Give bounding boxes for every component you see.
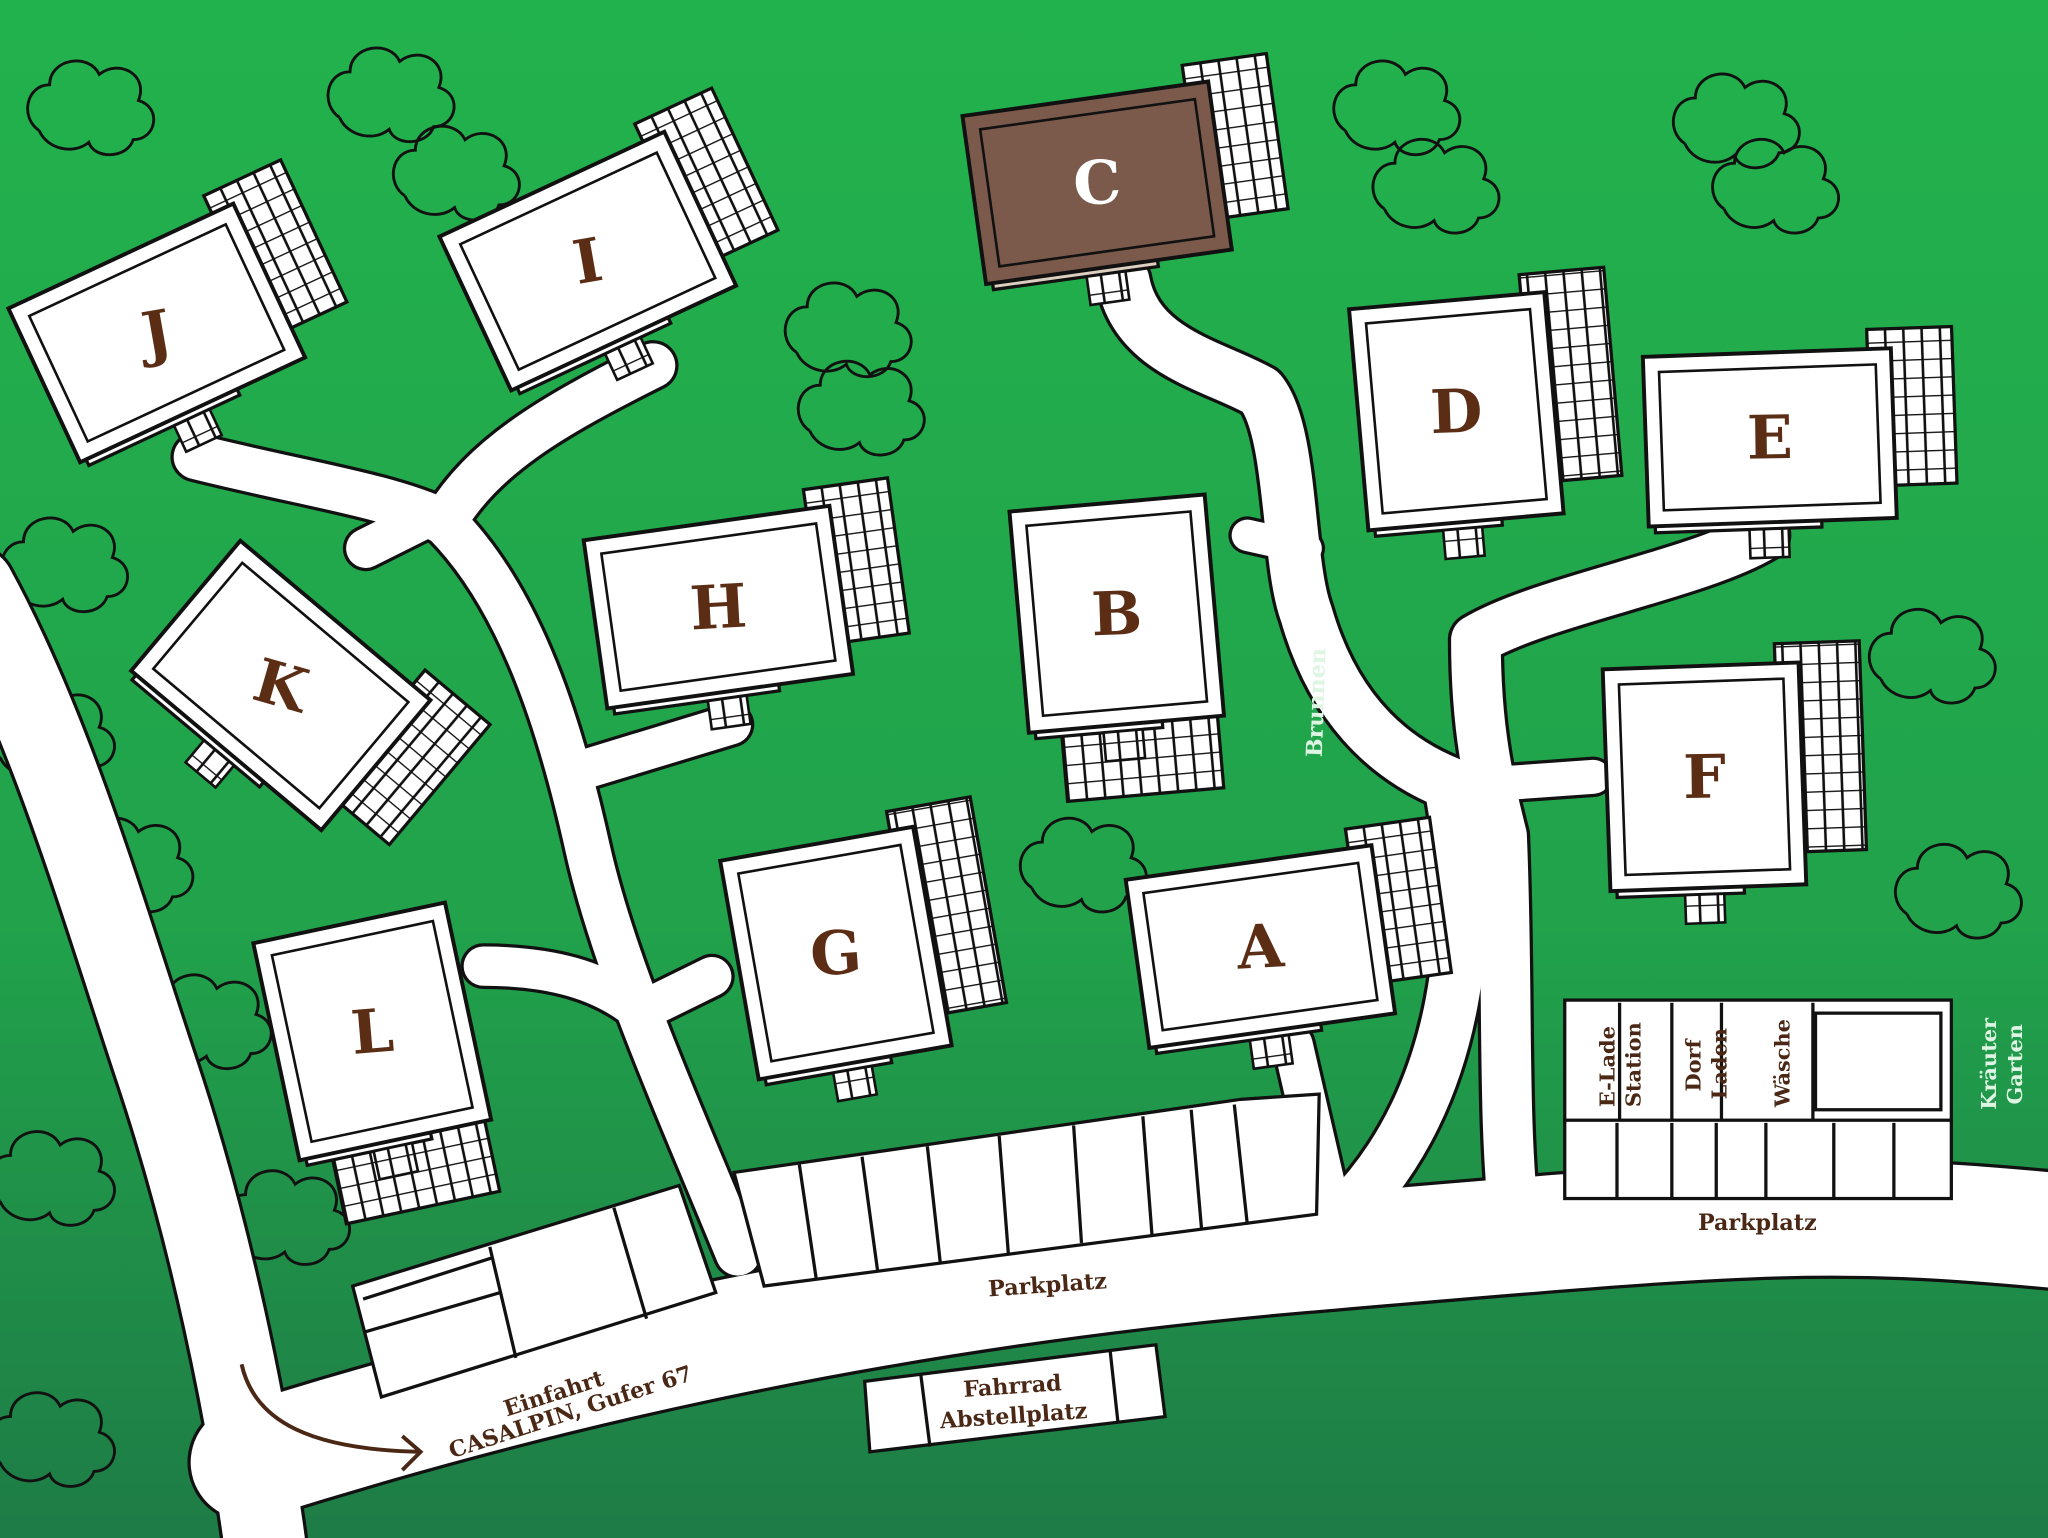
label-dorf: Dorf bbox=[1681, 1037, 1706, 1091]
building-label: E bbox=[1746, 403, 1793, 474]
building-a[interactable]: A bbox=[1123, 815, 1461, 1082]
tree-icon bbox=[1371, 137, 1501, 235]
building-label: L bbox=[348, 996, 396, 1069]
tree-icon bbox=[796, 359, 926, 457]
tree-icon bbox=[1711, 137, 1841, 235]
building-label: C bbox=[1071, 147, 1123, 220]
label-station: Station bbox=[1620, 1022, 1645, 1107]
building-j[interactable]: J bbox=[0, 157, 375, 494]
tree-icon bbox=[222, 1169, 352, 1266]
label-brunnen: Brunnen bbox=[1302, 648, 1332, 758]
building-k[interactable]: K bbox=[109, 526, 493, 897]
building-f[interactable]: F bbox=[1600, 639, 1869, 927]
tree-icon bbox=[392, 124, 521, 222]
building-g[interactable]: G bbox=[717, 794, 1018, 1114]
tree-icon bbox=[0, 1391, 116, 1488]
building-label: G bbox=[808, 917, 864, 990]
label-garten: Garten bbox=[2002, 1024, 2027, 1104]
building-label: F bbox=[1683, 742, 1727, 813]
trees bbox=[0, 46, 2023, 1488]
tree-icon bbox=[0, 1130, 116, 1227]
tree-icon bbox=[1018, 816, 1148, 914]
roads bbox=[0, 251, 2048, 1538]
building-l[interactable]: L bbox=[251, 900, 506, 1231]
service-buildings bbox=[1563, 998, 1953, 1201]
tree-icon bbox=[0, 516, 129, 614]
parking-stalls-main bbox=[350, 1092, 1321, 1454]
label-elade: E-Lade bbox=[1594, 1026, 1619, 1107]
label-laden: Laden bbox=[1707, 1028, 1732, 1099]
building-label: B bbox=[1090, 579, 1143, 651]
building-label: D bbox=[1429, 376, 1484, 448]
label-waesche: Wäsche bbox=[1769, 1019, 1794, 1108]
buildings: A B C D E F G H IJK L bbox=[0, 51, 1959, 1231]
building-i[interactable]: I bbox=[431, 85, 806, 422]
label-kraeuter: Kräuter bbox=[1976, 1017, 2001, 1110]
building-label: H bbox=[688, 571, 749, 644]
tree-icon bbox=[326, 46, 456, 144]
tree-icon bbox=[1894, 842, 2023, 940]
tree-icon bbox=[26, 59, 156, 157]
tree-icon bbox=[783, 281, 913, 379]
building-c[interactable]: C bbox=[960, 51, 1298, 319]
label-parkplatz-right: Parkplatz bbox=[1698, 1210, 1817, 1236]
tree-icon bbox=[1332, 59, 1462, 157]
building-label: A bbox=[1234, 911, 1287, 984]
curved-arrow-right-icon bbox=[239, 1363, 424, 1472]
building-d[interactable]: D bbox=[1346, 265, 1627, 565]
building-h[interactable]: H bbox=[581, 476, 919, 743]
tree-icon bbox=[1867, 607, 1997, 705]
building-e[interactable]: E bbox=[1640, 324, 1959, 562]
building-b[interactable]: B bbox=[1007, 492, 1230, 805]
